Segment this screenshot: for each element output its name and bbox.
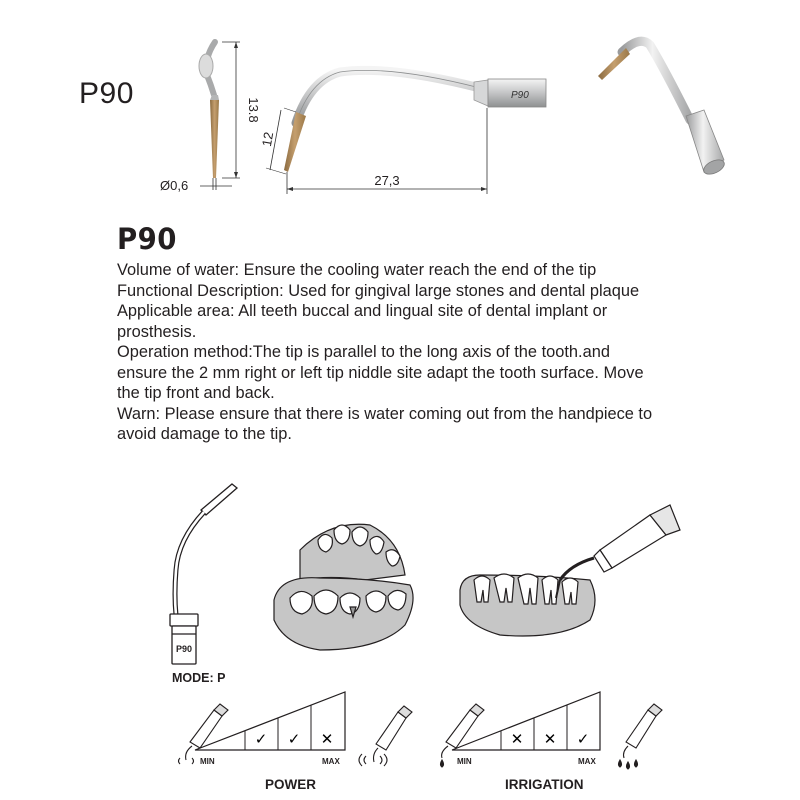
- model-label: P90: [79, 77, 134, 110]
- irrigation-mark-1: ✕: [511, 730, 524, 748]
- dim-tip-length-label: 12: [259, 131, 276, 148]
- description-line: Warn: Please ensure that there is water …: [117, 404, 653, 423]
- description-line: ensure the 2 mm right or left tip niddle…: [117, 363, 644, 382]
- tip-outline-drawing: [169, 483, 239, 665]
- power-mark-3: ✕: [321, 730, 334, 748]
- irrigation-mark-3: ✓: [577, 730, 590, 748]
- irrigation-min-icon: [439, 703, 485, 768]
- description-line: Functional Description: Used for gingiva…: [117, 281, 640, 300]
- dim-height-label: 13.8: [246, 97, 261, 122]
- perspective-view-tip: [598, 48, 630, 80]
- handpiece-min-icon: [177, 703, 229, 765]
- perspective-view: [598, 36, 725, 175]
- dim-length-label: 27,3: [374, 173, 399, 188]
- technical-drawing: 13.8 Ø0,6 P90 12 27,3: [160, 36, 725, 194]
- dim-diameter-label: Ø0,6: [160, 178, 188, 193]
- irrigation-scale: ✕ ✕ ✓: [439, 691, 663, 770]
- irrigation-max-label: MAX: [578, 757, 596, 766]
- front-view: [198, 39, 219, 178]
- power-min-label: MIN: [200, 757, 215, 766]
- power-title: POWER: [265, 777, 317, 792]
- handpiece-max-icon: [358, 705, 413, 767]
- engraving-label: P90: [511, 90, 529, 101]
- irrigation-mark-2: ✕: [544, 730, 557, 748]
- front-view-tip: [210, 100, 219, 178]
- lower-arch-illustration: [459, 504, 681, 637]
- open-jaw-illustration: [273, 523, 414, 651]
- side-view-shank: [487, 78, 547, 108]
- description-line: Volume of water: Ensure the cooling wate…: [117, 261, 597, 279]
- side-view: P90: [284, 65, 547, 172]
- irrigation-max-icon: [617, 703, 663, 770]
- usage-illustration: P90: [169, 483, 681, 770]
- power-mark-1: ✓: [255, 730, 268, 748]
- power-max-label: MAX: [322, 757, 340, 766]
- product-title: P90: [117, 222, 177, 256]
- mode-label: MODE: P: [172, 671, 226, 685]
- description-line: Applicable area: All teeth buccal and li…: [117, 302, 608, 320]
- description-line: Operation method:The tip is parallel to …: [117, 343, 610, 361]
- tip-engraving-label: P90: [176, 644, 192, 654]
- power-scale: ✓ ✓ ✕: [177, 691, 413, 767]
- irrigation-min-label: MIN: [457, 757, 472, 766]
- perspective-view-shank: [685, 109, 725, 173]
- description-line: the tip front and back.: [117, 384, 275, 402]
- power-mark-2: ✓: [288, 730, 301, 748]
- description-line: avoid damage to the tip.: [117, 425, 292, 443]
- irrigation-title: IRRIGATION: [505, 777, 584, 792]
- product-description: Volume of water: Ensure the cooling wate…: [117, 260, 737, 445]
- side-view-tip: [284, 112, 306, 172]
- description-line: prosthesis.: [117, 322, 197, 341]
